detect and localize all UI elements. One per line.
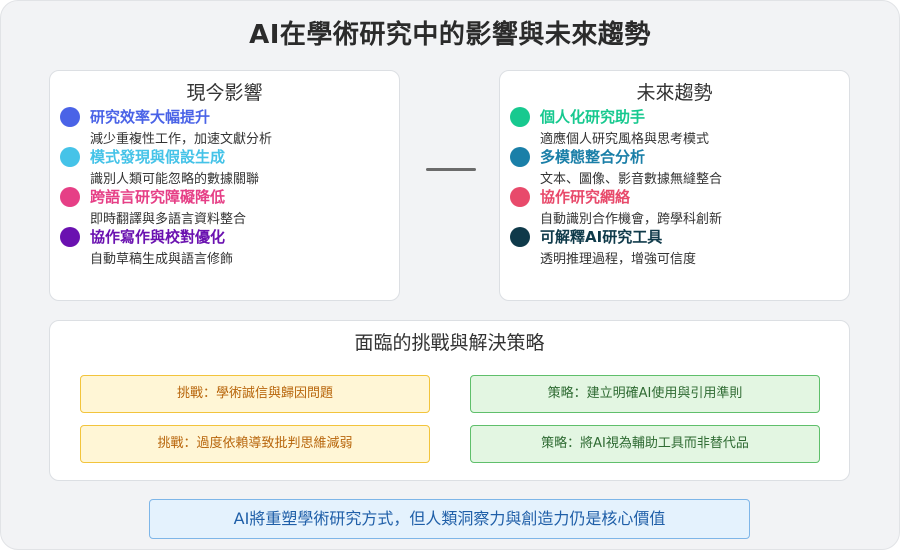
bullet-dot-icon xyxy=(60,107,80,127)
connector-line xyxy=(426,168,476,171)
bullet-dot-icon xyxy=(60,227,80,247)
bullet-dot-icon xyxy=(510,187,530,207)
item-description: 識別人類可能忽略的數據關聯 xyxy=(90,172,260,187)
current-impact-heading: 現今影響 xyxy=(186,82,263,104)
item-description: 透明推理過程，增強可信度 xyxy=(540,252,697,267)
bullet-dot-icon xyxy=(60,147,80,167)
item-title: 可解釋AI研究工具 xyxy=(540,228,663,246)
strategy-box: 策略：建立明確AI使用與引用準則 xyxy=(470,375,820,413)
future-trends-card: 未來趨勢 個人化研究助手 適應個人研究風格與思考模式 多模態整合分析 文本、圖像… xyxy=(499,70,850,301)
future-trends-heading: 未來趨勢 xyxy=(636,82,713,104)
challenges-card: 面臨的挑戰與解決策略 挑戰：學術誠信與歸因問題 策略：建立明確AI使用與引用準則… xyxy=(49,320,850,481)
item-description: 適應個人研究風格與思考模式 xyxy=(540,132,710,147)
diagram-title: AI在學術研究中的影響與未來趨勢 xyxy=(249,20,651,50)
item-title: 協作寫作與校對優化 xyxy=(90,228,226,246)
item-title: 個人化研究助手 xyxy=(540,108,646,126)
item-description: 文本、圖像、影音數據無縫整合 xyxy=(540,172,723,187)
challenge-box: 挑戰：過度依賴導致批判思維減弱 xyxy=(80,425,430,463)
current-impact-card: 現今影響 研究效率大幅提升 減少重複性工作，加速文獻分析 模式發現與假設生成 識… xyxy=(49,70,400,301)
item-title: 跨語言研究障礙降低 xyxy=(90,188,226,206)
bullet-dot-icon xyxy=(510,227,530,247)
item-title: 多模態整合分析 xyxy=(540,148,646,166)
item-title: 協作研究網絡 xyxy=(540,188,631,206)
bullet-dot-icon xyxy=(510,147,530,167)
item-description: 即時翻譯與多語言資料整合 xyxy=(90,212,247,227)
item-title: 研究效率大幅提升 xyxy=(90,108,211,126)
conclusion-banner: AI將重塑學術研究方式，但人類洞察力與創造力仍是核心價值 xyxy=(149,499,750,539)
item-description: 自動草稿生成與語言修飾 xyxy=(90,252,234,267)
challenge-box: 挑戰：學術誠信與歸因問題 xyxy=(80,375,430,413)
bullet-dot-icon xyxy=(60,187,80,207)
item-title: 模式發現與假設生成 xyxy=(90,148,226,166)
challenges-heading: 面臨的挑戰與解決策略 xyxy=(354,332,545,354)
bullet-dot-icon xyxy=(510,107,530,127)
strategy-box: 策略：將AI視為輔助工具而非替代品 xyxy=(470,425,820,463)
item-description: 自動識別合作機會，跨學科創新 xyxy=(540,212,723,227)
item-description: 減少重複性工作，加速文獻分析 xyxy=(90,132,273,147)
